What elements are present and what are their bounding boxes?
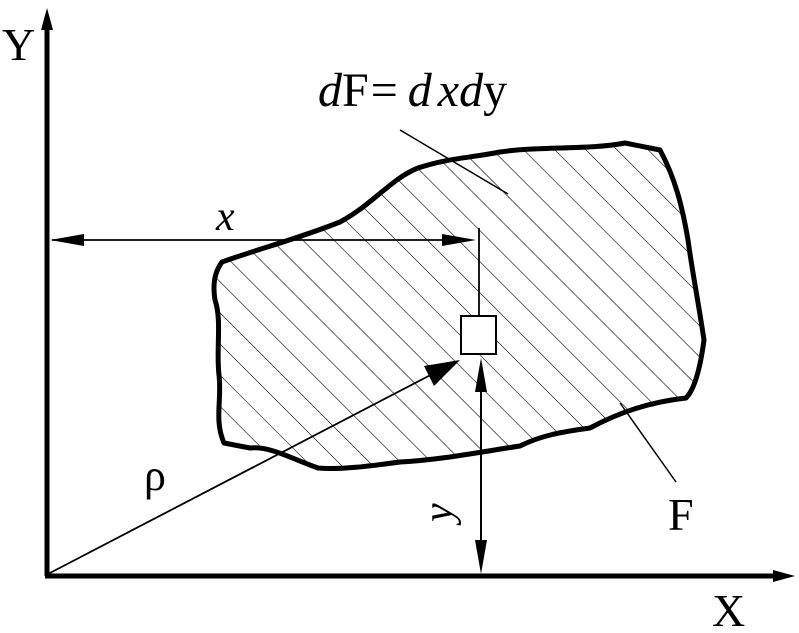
rho-label: ρ [144,451,166,500]
dF-eq-y: y [483,64,507,117]
x-dimension-label: x [215,194,235,240]
x-dimension-arrow-right [442,234,476,246]
dF-eq-d1: d [318,64,343,117]
dF-eq-equals: = [371,64,398,117]
x-axis-label: X [712,585,745,633]
region-F-label: F [668,489,694,540]
dF-eq-x: x [437,64,459,117]
dF-eq-F: F [342,64,369,117]
y-axis-label: Y [2,19,35,70]
y-dimension-label: y [416,503,462,526]
region-hatching [213,143,705,469]
dF-leader-line [399,129,509,195]
rho-vector-line [47,367,445,575]
rho-vector-arrowhead [424,360,460,386]
dF-eq-d3: d [459,64,484,117]
x-dimension-arrow-left [50,234,84,246]
region-boundary [211,140,707,472]
area-element-square [460,315,497,355]
y-dimension-arrow-bottom [475,540,487,574]
y-dimension-arrow-top [475,358,487,392]
dF-eq-d2: d [408,64,433,117]
x-axis-arrowhead [773,570,795,582]
y-axis-arrowhead [41,8,53,30]
F-leader-line [619,402,677,483]
